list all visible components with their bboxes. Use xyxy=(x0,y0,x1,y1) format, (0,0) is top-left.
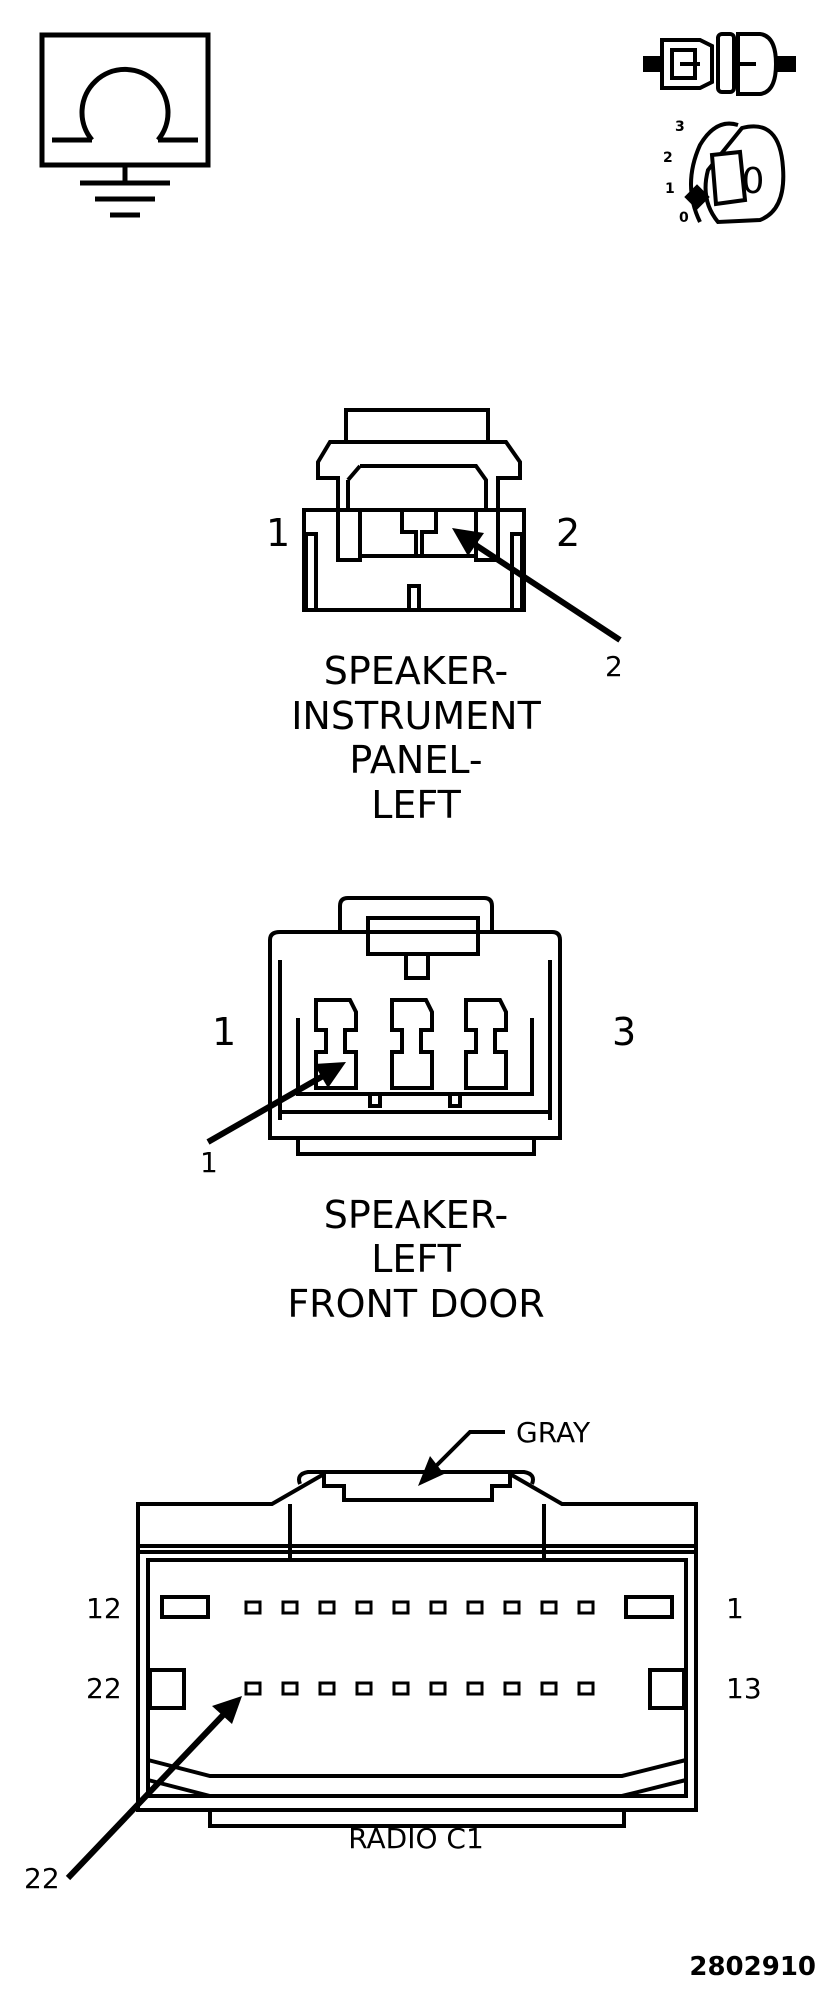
ignition-position-2: 2 xyxy=(663,150,673,166)
connector-icon xyxy=(643,32,796,96)
speaker-instrument-panel-left-callout-arrow xyxy=(452,528,622,643)
connector2-title-line: FRONT DOOR xyxy=(287,1282,544,1326)
radio-c1-pin-row-bottom xyxy=(244,1681,595,1696)
radio-c1-color-label: GRAY xyxy=(516,1416,591,1449)
connector2-title: SPEAKER- LEFT FRONT DOOR xyxy=(287,1193,544,1326)
figure-number: 2802910 xyxy=(689,1952,816,1982)
connector1-title-line: INSTRUMENT xyxy=(291,694,541,738)
connector2-pin-left: 1 xyxy=(212,1010,236,1054)
connector2-callout-label: 1 xyxy=(200,1146,218,1179)
ignition-positions: 3 2 1 0 xyxy=(663,119,689,226)
radio-c1-gray-callout-arrow xyxy=(418,1430,505,1486)
connector2-title-line: SPEAKER- xyxy=(324,1193,509,1237)
ignition-position-3: 3 xyxy=(675,119,685,135)
ignition-key-icon: 0 xyxy=(684,121,786,225)
connector1-pin-right: 2 xyxy=(556,511,580,555)
ignition-key-label: 0 xyxy=(742,161,765,202)
connector1-pin-left: 1 xyxy=(266,511,290,555)
radio-c1-title: RADIO C1 xyxy=(348,1822,484,1855)
radio-c1-pin-top-left: 12 xyxy=(86,1592,122,1625)
radio-c1-pin-bottom-right: 13 xyxy=(726,1672,762,1705)
connector1-callout-label: 2 xyxy=(605,650,623,683)
ignition-position-0: 0 xyxy=(679,210,689,226)
radio-c1-connector xyxy=(136,1470,698,1828)
connector2-title-line: LEFT xyxy=(371,1237,461,1281)
speaker-left-front-door-callout-arrow xyxy=(206,1062,346,1145)
connector2-pin-right: 3 xyxy=(612,1010,636,1054)
speaker-left-front-door-connector xyxy=(268,896,562,1156)
radio-c1-pin-row-top xyxy=(244,1600,595,1615)
connector1-title-line: LEFT xyxy=(371,783,461,827)
ignition-position-1: 1 xyxy=(665,181,675,197)
speaker-instrument-panel-left-connector xyxy=(302,408,526,612)
radio-c1-callout-label: 22 xyxy=(24,1862,60,1895)
ohm-ground-icon xyxy=(39,32,211,218)
radio-c1-pin-top-right: 1 xyxy=(726,1592,744,1625)
radio-c1-pin22-callout-arrow xyxy=(65,1696,242,1881)
connector1-title-line: SPEAKER- xyxy=(324,649,509,693)
connector1-title-line: PANEL- xyxy=(349,738,482,782)
radio-c1-pin-bottom-left: 22 xyxy=(86,1672,122,1705)
connector1-title: SPEAKER- INSTRUMENT PANEL- LEFT xyxy=(291,649,541,827)
